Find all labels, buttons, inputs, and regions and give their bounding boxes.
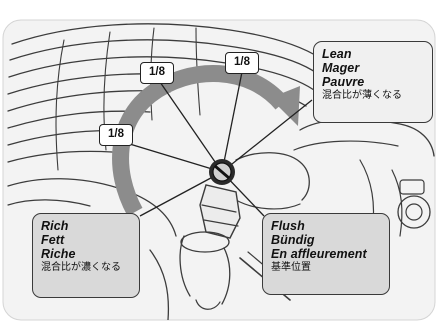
flush-label-jp: 基準位置 <box>271 262 311 273</box>
lean-label-de: Mager <box>322 61 360 75</box>
rich-callout: Rich Fett Riche 混合比が濃くなる <box>32 213 140 298</box>
curved-arrow-icon <box>112 64 289 217</box>
lean-label-en: Lean <box>322 47 352 61</box>
flush-label-en: Flush <box>271 219 305 233</box>
lean-label-jp: 混合比が薄くなる <box>322 90 402 101</box>
flush-label-fr: En affleurement <box>271 247 367 261</box>
rich-label-en: Rich <box>41 219 69 233</box>
rich-label-de: Fett <box>41 233 65 247</box>
turn-mark-label: 1/8 <box>99 124 133 146</box>
rich-label-fr: Riche <box>41 247 76 261</box>
rich-label-jp: 混合比が濃くなる <box>41 262 121 273</box>
turn-mark-label: 1/8 <box>140 62 174 84</box>
lean-callout: Lean Mager Pauvre 混合比が薄くなる <box>313 41 433 123</box>
turn-mark-label: 1/8 <box>225 52 259 74</box>
mixture-needle-screw-icon <box>209 159 235 185</box>
flush-label-de: Bündig <box>271 233 315 247</box>
flush-callout: Flush Bündig En affleurement 基準位置 <box>262 213 390 295</box>
lean-label-fr: Pauvre <box>322 75 365 89</box>
